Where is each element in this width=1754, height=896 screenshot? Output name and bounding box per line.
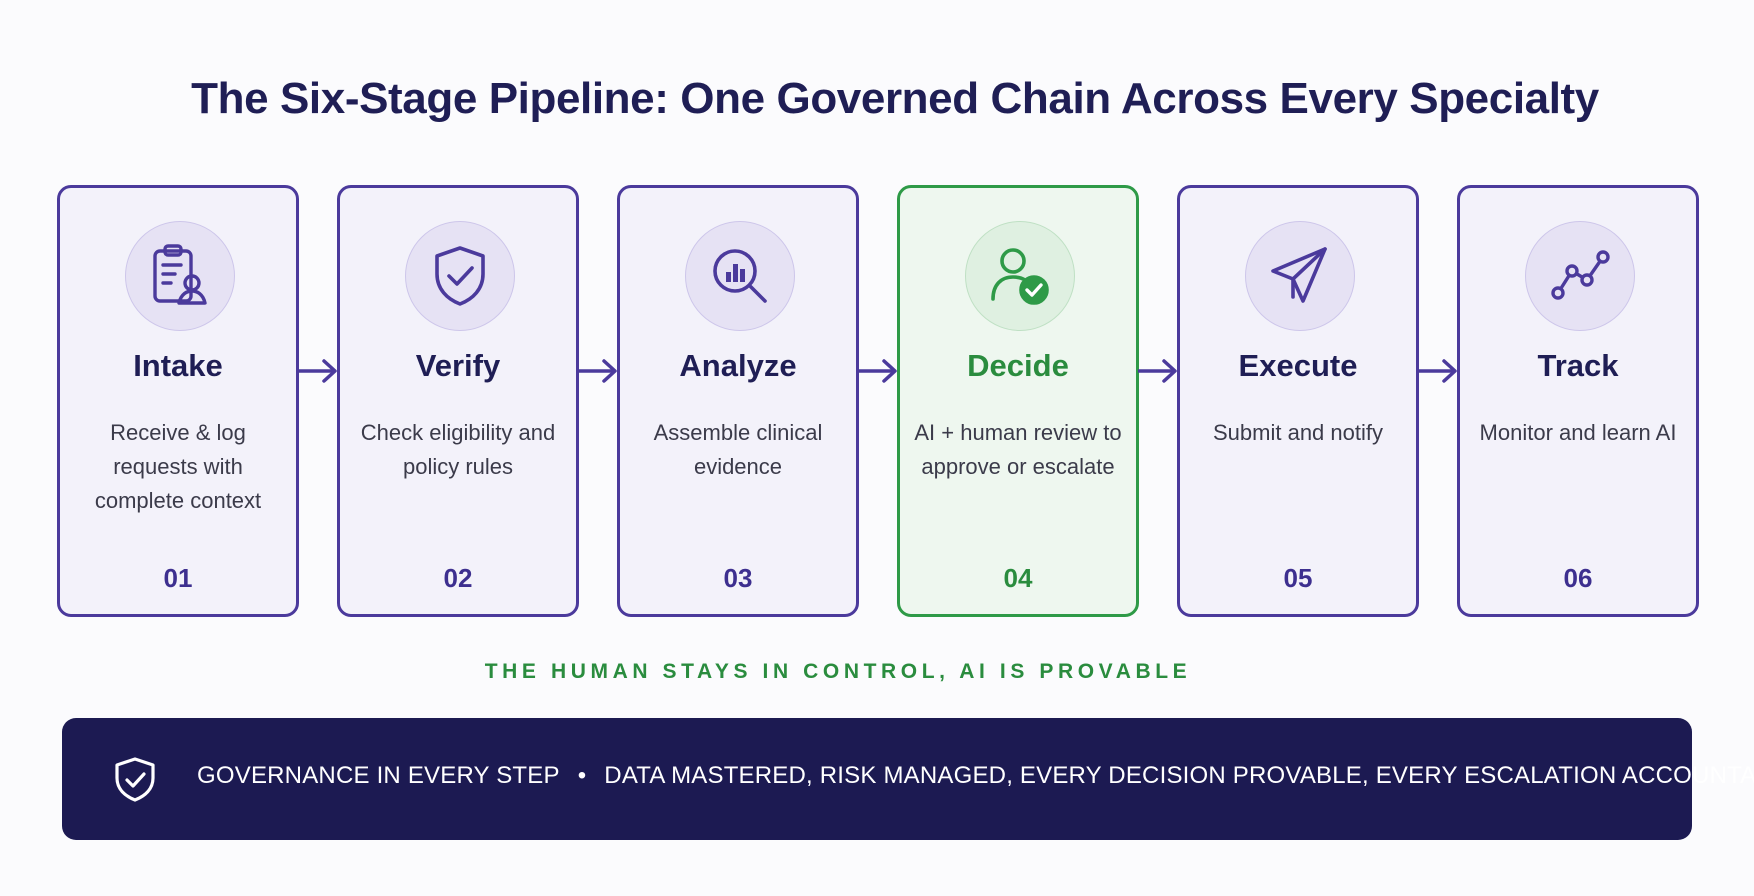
stage-description: Assemble clinical evidence bbox=[653, 420, 823, 479]
user-check-icon bbox=[965, 221, 1075, 331]
stage-verify: Verify Check eligibility and policy rule… bbox=[337, 185, 579, 617]
stage-track: Track Monitor and learn AI 06 bbox=[1457, 185, 1699, 617]
stage-number: 06 bbox=[1563, 563, 1593, 593]
magnifier-chart-icon bbox=[685, 221, 795, 331]
paper-plane-icon bbox=[1245, 221, 1355, 331]
stage-number: 05 bbox=[1283, 563, 1313, 593]
page-title: The Six-Stage Pipeline: One Governed Cha… bbox=[191, 74, 1599, 123]
stage-number: 04 bbox=[1003, 563, 1033, 593]
arrow-right-icon bbox=[1418, 359, 1457, 383]
stage-name: Decide bbox=[967, 348, 1069, 383]
shield-check-icon bbox=[405, 221, 515, 331]
arrow-right-icon bbox=[298, 359, 337, 383]
clipboard-user-icon bbox=[125, 221, 235, 331]
stage-description: Check eligibility and policy rules bbox=[360, 420, 556, 479]
stage-name: Track bbox=[1537, 348, 1619, 383]
stage-name: Execute bbox=[1238, 348, 1358, 383]
shield-check-icon bbox=[115, 757, 155, 802]
stage-description: Submit and notify bbox=[1213, 420, 1383, 445]
arrow-right-icon bbox=[1138, 359, 1177, 383]
stage-description: Monitor and learn AI bbox=[1479, 420, 1677, 445]
stage-number: 02 bbox=[443, 563, 473, 593]
trend-line-icon bbox=[1525, 221, 1635, 331]
banner-statement: DATA MASTERED, RISK MANAGED, EVERY DECIS… bbox=[604, 762, 1754, 789]
stage-description: AI + human review to approve or escalate bbox=[914, 420, 1122, 479]
stage-name: Analyze bbox=[679, 348, 797, 383]
stage-number: 03 bbox=[723, 563, 753, 593]
governance-banner: GOVERNANCE IN EVERY STEP • DATA MASTERED, … bbox=[62, 718, 1754, 840]
banner-heading: GOVERNANCE IN EVERY STEP bbox=[197, 762, 560, 789]
stage-intake: Intake Receive & log requests with compl… bbox=[57, 185, 299, 617]
stage-decide: Decide AI + human review to approve or e… bbox=[897, 185, 1139, 617]
stage-analyze: Analyze Assemble clinical evidence 03 bbox=[617, 185, 859, 617]
banner-text: GOVERNANCE IN EVERY STEP • DATA MASTERED, … bbox=[197, 762, 1754, 790]
arrow-right-icon bbox=[858, 359, 897, 383]
stage-execute: Execute Submit and notify 05 bbox=[1177, 185, 1419, 617]
stage-name: Verify bbox=[415, 348, 501, 383]
stage-description: Receive & log requests with complete con… bbox=[94, 420, 262, 513]
banner-separator: • bbox=[577, 762, 587, 789]
stage-name: Intake bbox=[133, 348, 223, 383]
stage-number: 01 bbox=[163, 563, 193, 593]
tagline: THE HUMAN STAYS IN CONTROL, AI IS PROVAB… bbox=[484, 660, 1192, 683]
arrow-right-icon bbox=[578, 359, 617, 383]
